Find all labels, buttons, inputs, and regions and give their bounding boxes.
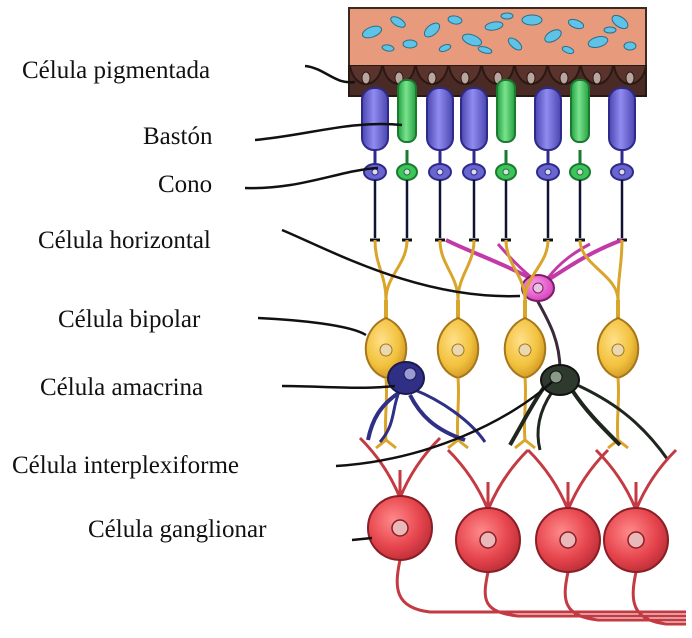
leader-pigment [305,66,355,82]
label-cone: Cono [158,172,212,197]
leader-cone [245,168,378,188]
rod-cell [461,88,487,240]
label-interplexiform-cell: Célula interplexiforme [12,453,239,478]
label-amacrine-cell: Célula amacrina [40,375,203,400]
rod-cell [609,88,635,240]
label-bipolar-cell: Célula bipolar [58,307,200,332]
pigment-cell-nuclei [350,66,646,84]
leader-ganglion [352,538,372,540]
rod-cell [535,88,561,240]
cone-cell [570,80,590,240]
label-rod: Bastón [143,124,212,149]
rod-cell [427,88,453,240]
cone-cell [496,80,516,240]
label-pigment-cell: Célula pigmentada [22,58,210,83]
leader-amacrine [282,386,395,388]
leader-bipolar [258,318,366,335]
bipolar-cell [438,240,479,448]
cone-cell [397,80,417,240]
label-ganglion-cell: Célula ganglionar [88,517,266,542]
pigment-epithelium [349,8,646,96]
photoreceptor-layer [362,80,635,240]
bipolar-cell [366,240,407,448]
rod-cell [362,88,388,240]
label-horizontal-cell: Célula horizontal [38,228,211,253]
ganglion-cell [596,450,686,624]
ganglion-cell-layer [360,438,686,624]
